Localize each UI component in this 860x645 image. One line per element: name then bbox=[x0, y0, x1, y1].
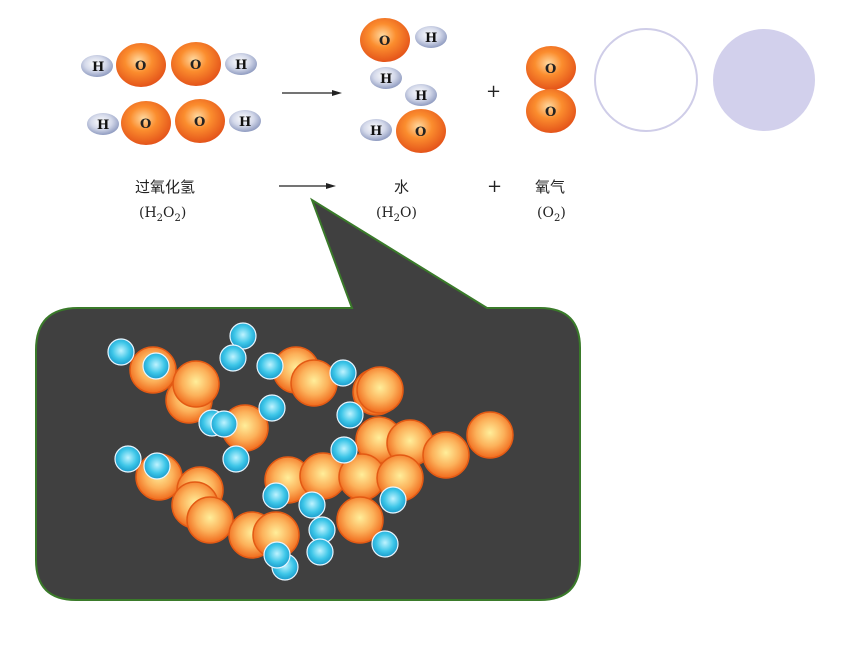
formula-part: O) bbox=[400, 205, 417, 221]
atom-label-h: H bbox=[380, 72, 392, 87]
oxygen-atom bbox=[526, 46, 576, 90]
word-equation-arrow-icon bbox=[279, 183, 336, 189]
hydrogen-atom bbox=[405, 84, 437, 106]
orange-atom-ball bbox=[172, 360, 220, 408]
oxygen-atom bbox=[171, 42, 221, 86]
oxygen-atom bbox=[175, 99, 225, 143]
oxygen-molecule: O O bbox=[526, 46, 576, 133]
formula-subscript: 2 bbox=[393, 212, 401, 224]
oxygen-atom bbox=[360, 18, 410, 62]
oxygen-atom bbox=[396, 109, 446, 153]
formula-part: ) bbox=[560, 205, 566, 221]
product2-formula: (O2) bbox=[537, 205, 566, 224]
formula-part: O bbox=[163, 205, 175, 221]
hydrogen-atom bbox=[415, 26, 447, 48]
cyan-atom-ball bbox=[256, 352, 284, 380]
water-molecule-1: O H H bbox=[360, 18, 447, 89]
orange-atom-ball bbox=[356, 366, 404, 414]
cyan-atom-ball bbox=[114, 445, 142, 473]
hydrogen-atom bbox=[229, 110, 261, 132]
atom-label-o: O bbox=[415, 125, 426, 140]
atom-label-h: H bbox=[92, 60, 104, 75]
orange-atom-ball bbox=[466, 411, 514, 459]
formula-part: ) bbox=[180, 205, 187, 221]
oxygen-atom bbox=[116, 43, 166, 87]
atom-label-h: H bbox=[235, 58, 247, 73]
orange-atom-ball bbox=[290, 359, 338, 407]
atom-label-h: H bbox=[370, 124, 382, 139]
hydrogen-atom bbox=[370, 67, 402, 89]
cyan-atom-ball bbox=[143, 452, 171, 480]
cyan-atom-ball bbox=[329, 359, 357, 387]
atom-label-h: H bbox=[425, 31, 437, 46]
hydrogen-atom bbox=[87, 113, 119, 135]
formula-part: (H bbox=[139, 205, 157, 221]
cyan-atom-ball bbox=[298, 491, 326, 519]
hydrogen-atom bbox=[81, 55, 113, 77]
formula-part: (H bbox=[376, 205, 394, 221]
atom-label-o: O bbox=[545, 105, 556, 120]
empty-circle bbox=[594, 28, 698, 132]
cyan-atom-ball bbox=[222, 445, 250, 473]
cyan-atom-ball bbox=[371, 530, 399, 558]
cyan-atom-ball bbox=[379, 486, 407, 514]
atom-label-o: O bbox=[379, 34, 390, 49]
reactant-name: 过氧化氢 bbox=[135, 178, 196, 196]
product1-formula: (H2O) bbox=[376, 205, 417, 224]
orange-atom-ball bbox=[422, 431, 470, 479]
cyan-atom-ball bbox=[210, 410, 238, 438]
cyan-atom-ball bbox=[306, 538, 334, 566]
product1-name: 水 bbox=[394, 178, 410, 196]
orange-atom-ball bbox=[186, 496, 234, 544]
cyan-atom-ball bbox=[262, 482, 290, 510]
cyan-atom-ball bbox=[258, 394, 286, 422]
atom-label-o: O bbox=[135, 59, 146, 74]
hydrogen-atom bbox=[225, 53, 257, 75]
reactant-formula: (H2O2) bbox=[139, 205, 186, 224]
atom-label-h: H bbox=[97, 118, 109, 133]
water-molecule-2: H O H bbox=[360, 84, 446, 153]
plus-sign: + bbox=[487, 176, 502, 197]
h2o2-molecule-2: H O O H bbox=[87, 99, 261, 145]
atom-label-h: H bbox=[239, 115, 251, 130]
formula-subscript: 2 bbox=[553, 212, 561, 224]
atom-label-o: O bbox=[140, 117, 151, 132]
formula-subscript: 2 bbox=[156, 212, 164, 224]
molecule-cloud bbox=[107, 322, 514, 581]
cyan-atom-ball bbox=[330, 436, 358, 464]
formula-part: (O bbox=[537, 205, 554, 221]
atom-label-o: O bbox=[190, 58, 201, 73]
reaction-arrow-icon bbox=[282, 90, 342, 96]
cyan-atom-ball bbox=[219, 344, 247, 372]
plus-sign: + bbox=[486, 81, 501, 102]
atom-label-o: O bbox=[545, 62, 556, 77]
cyan-atom-ball bbox=[107, 338, 135, 366]
cyan-atom-ball bbox=[336, 401, 364, 429]
oxygen-atom bbox=[121, 101, 171, 145]
cyan-atom-ball bbox=[263, 541, 291, 569]
filled-circle bbox=[713, 29, 815, 131]
product2-name: 氧气 bbox=[535, 178, 566, 196]
h2o2-molecule-1: H O O H bbox=[81, 42, 257, 87]
hydrogen-atom bbox=[360, 119, 392, 141]
atom-label-h: H bbox=[415, 89, 427, 104]
formula-subscript: 2 bbox=[174, 212, 181, 224]
cyan-atom-ball bbox=[142, 352, 170, 380]
atom-label-o: O bbox=[194, 115, 205, 130]
orange-atom-ball bbox=[336, 496, 384, 544]
oxygen-atom bbox=[526, 89, 576, 133]
